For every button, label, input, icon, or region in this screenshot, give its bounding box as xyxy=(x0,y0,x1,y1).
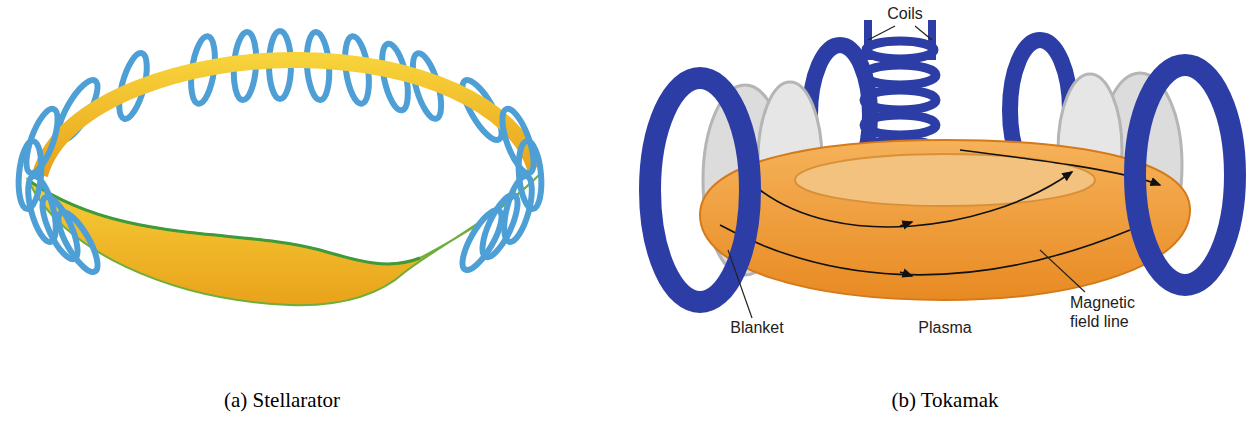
blanket-label: Blanket xyxy=(730,318,783,337)
coils-label: Coils xyxy=(887,4,923,23)
field-line-label: Magnetic field line xyxy=(1070,293,1150,331)
stellarator-plasma-band xyxy=(28,60,542,305)
subfigure-caption: (a) Stellarator xyxy=(224,388,340,413)
stellarator-front-coils xyxy=(16,105,544,277)
plasma-label: Plasma xyxy=(918,318,971,337)
subfigure-caption: (b) Tokamak xyxy=(891,388,998,413)
tokamak-illustration xyxy=(650,20,1235,318)
